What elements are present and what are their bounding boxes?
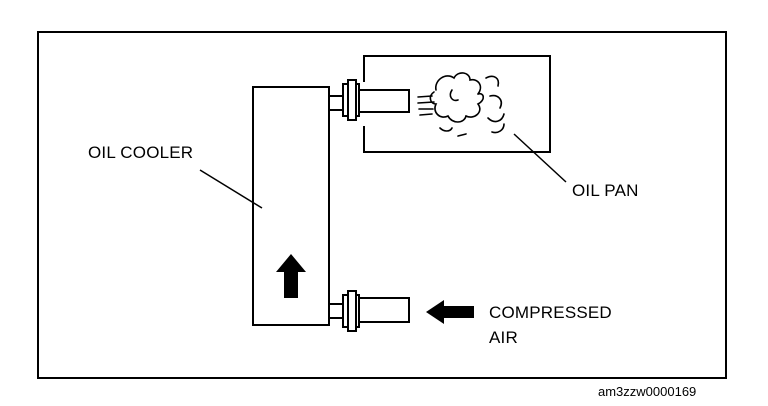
lower-fitting	[329, 290, 410, 332]
compressed-air-label-line1: COMPRESSED	[489, 303, 612, 322]
compressed-air-label-line2: AIR	[489, 328, 518, 347]
left-arrow-icon	[426, 300, 474, 324]
figure-code: am3zzw0000169	[598, 384, 697, 399]
upper-fitting	[329, 79, 410, 121]
up-arrow-icon	[276, 254, 306, 298]
oil-pan-box	[363, 55, 551, 153]
figure-frame	[37, 31, 727, 379]
oil-cooler-leader	[199, 169, 263, 209]
oil-pan-leader	[513, 133, 567, 183]
oil-cooler-label: OIL COOLER	[88, 143, 194, 162]
oil-pan-label: OIL PAN	[572, 181, 639, 200]
air-puff-icon	[417, 72, 505, 137]
oil-cooler-body	[252, 86, 330, 326]
